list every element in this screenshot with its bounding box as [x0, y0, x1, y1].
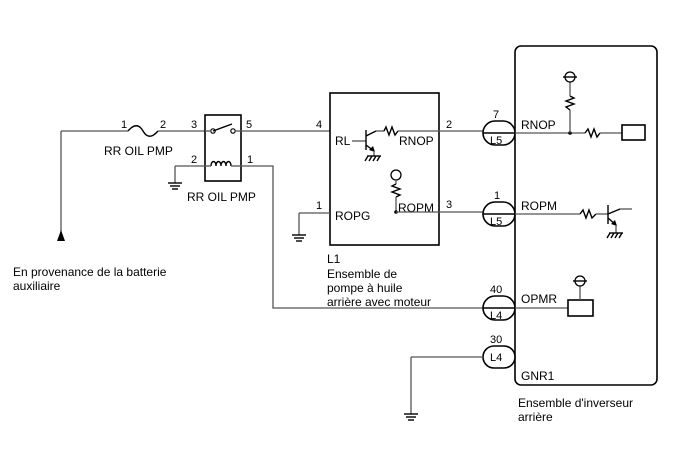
- inverter-ground: [404, 356, 483, 421]
- inverter-name-line1: Ensemble d'inverseur: [518, 396, 633, 410]
- pump-sig-ropm: ROPM: [398, 201, 434, 215]
- source-arrow: [57, 130, 128, 241]
- pump-pin-1: 1: [316, 200, 322, 212]
- pump-box: [329, 92, 440, 246]
- pump-sig-rl: RL: [335, 134, 351, 148]
- fuse-pin-left: 1: [121, 119, 127, 131]
- connector-3-conn: L4: [490, 310, 502, 322]
- fuse-symbol: [127, 125, 205, 137]
- source-label-line2: auxiliaire: [13, 279, 61, 293]
- relay-pin-1: 1: [247, 154, 253, 166]
- inverter-rnop-circuit: [515, 71, 646, 141]
- pump-pin-2: 2: [446, 119, 452, 131]
- connector-1-pin: 7: [493, 109, 499, 121]
- inverter-sig-opmr: OPMR: [521, 292, 557, 306]
- connector-3: [482, 295, 516, 321]
- pump-name-line3: arrière avec moteur: [327, 295, 431, 309]
- connector-3-pin: 40: [490, 284, 502, 296]
- relay-label: RR OIL PMP: [187, 190, 256, 204]
- pump-pin-4: 4: [316, 119, 322, 131]
- pump-ground: [292, 212, 330, 242]
- inverter-box: [514, 45, 658, 386]
- pump-sig-ropg: ROPG: [335, 209, 370, 223]
- pump-name-line1: Ensemble de: [327, 267, 397, 281]
- inverter-opmr-circuit: [515, 275, 594, 317]
- pump-id: L1: [327, 252, 341, 266]
- pump-pin-3: 3: [446, 199, 452, 211]
- inverter-id: GNR1: [521, 369, 555, 383]
- connector-2-pin: 1: [494, 190, 500, 202]
- relay-pin-3: 3: [191, 119, 197, 131]
- connector-4-conn: L4: [490, 352, 502, 364]
- pump-sig-rnop: RNOP: [399, 134, 434, 148]
- relay-pin-2: 2: [191, 154, 197, 166]
- pump-name-line2: pompe à huile: [327, 281, 403, 295]
- source-label-line1: En provenance de la batterie: [13, 265, 167, 279]
- pump-transistor: [352, 125, 439, 162]
- fuse-label: RR OIL PMP: [104, 144, 173, 158]
- inverter-sig-rnop: RNOP: [521, 118, 556, 132]
- connector-2-conn: L5: [490, 216, 502, 228]
- relay-pin-5: 5: [246, 119, 252, 131]
- connector-4-pin: 30: [490, 334, 502, 346]
- inverter-name-line2: arrière: [518, 410, 553, 424]
- fuse-pin-right: 2: [160, 119, 166, 131]
- inverter-ropm-circuit: [515, 205, 632, 239]
- connector-1-conn: L5: [490, 135, 502, 147]
- relay-ground: [168, 165, 205, 190]
- inverter-sig-ropm: ROPM: [521, 199, 557, 213]
- relay-symbol: [204, 114, 242, 182]
- wire-relay-to-opmr: [241, 165, 483, 309]
